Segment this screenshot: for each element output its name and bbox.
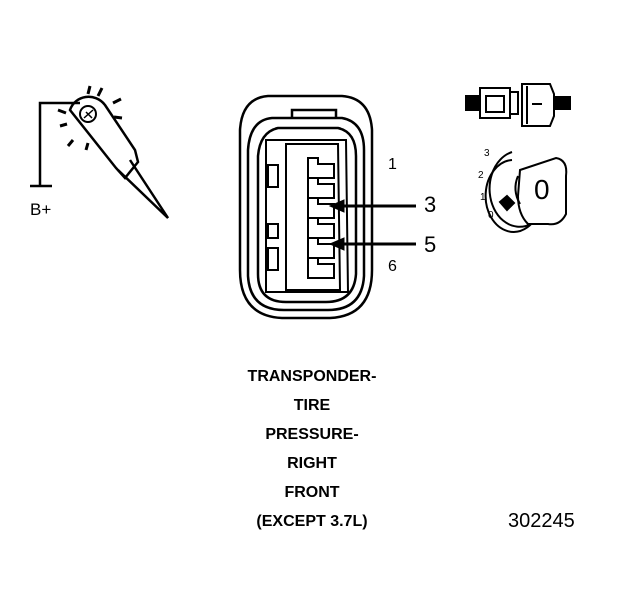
light-ray: [59, 122, 68, 128]
connector-seal: [246, 116, 366, 312]
key-scale-1: 1: [480, 192, 486, 203]
terminal-cavities: [307, 157, 335, 279]
connector-cavity: [265, 139, 350, 293]
light-ray: [86, 85, 92, 95]
connector-outer-shell: [238, 94, 374, 320]
terminal-cavity-2: [307, 177, 335, 199]
key-position-icon: [484, 151, 568, 233]
callout-label-5: 5: [424, 232, 437, 257]
light-ray: [113, 115, 123, 120]
ground-lead: [38, 101, 80, 186]
terminal-cavity-4: [307, 217, 335, 239]
light-ray: [66, 139, 75, 147]
caption-line-3: PRESSURE-: [265, 426, 359, 443]
connector-inner-wall: [256, 126, 358, 304]
bulb: [79, 105, 97, 123]
light-ray: [96, 87, 104, 97]
key-head: [516, 156, 568, 226]
light-ray: [84, 142, 90, 151]
caption-line-6: (EXCEPT 3.7L): [256, 513, 368, 530]
battery-positive-label: B+: [30, 200, 52, 219]
callout-arrows: [328, 199, 416, 251]
key-scale-2: 2: [478, 170, 484, 181]
connector-latch: [290, 108, 338, 118]
arrowhead-3: [328, 199, 345, 213]
caption-line-5: FRONT: [284, 484, 340, 501]
caption-line-4: RIGHT: [287, 455, 337, 472]
connector-pair-icon: [465, 83, 571, 127]
wire-stub-left: [465, 95, 481, 111]
caption-line-1: TRANSPONDER-: [247, 368, 377, 385]
probe-tip: [117, 159, 170, 219]
pin-6-label: 6: [388, 258, 397, 275]
terminal-cavity-3: [307, 197, 335, 219]
housing-key-top: [267, 164, 279, 188]
key-position-marker: [498, 194, 516, 212]
test-light-probe-icon: [30, 85, 170, 219]
figure-number: 302245: [508, 510, 575, 532]
terminal-cavity-5: [307, 237, 335, 259]
terminal-block: [285, 143, 342, 291]
light-ray: [112, 97, 122, 105]
terminal-cavity-1: [307, 157, 335, 179]
key-scale-0: 0: [488, 210, 494, 221]
housing-key-bottom: [267, 247, 279, 271]
caption-line-2: TIRE: [293, 397, 331, 414]
callout-label-3: 3: [424, 192, 437, 217]
key-glyph: 0: [534, 174, 550, 205]
terminal-cavity-6: [307, 257, 335, 279]
housing-key-middle: [267, 223, 279, 239]
probe-handle: [68, 95, 140, 180]
connector-housing: [238, 94, 374, 320]
key-scale-3: 3: [484, 148, 490, 159]
light-ray: [57, 108, 67, 115]
wire-stub-right: [553, 96, 571, 110]
pin-1-label: 1: [388, 156, 397, 173]
arrowhead-5: [328, 237, 345, 251]
